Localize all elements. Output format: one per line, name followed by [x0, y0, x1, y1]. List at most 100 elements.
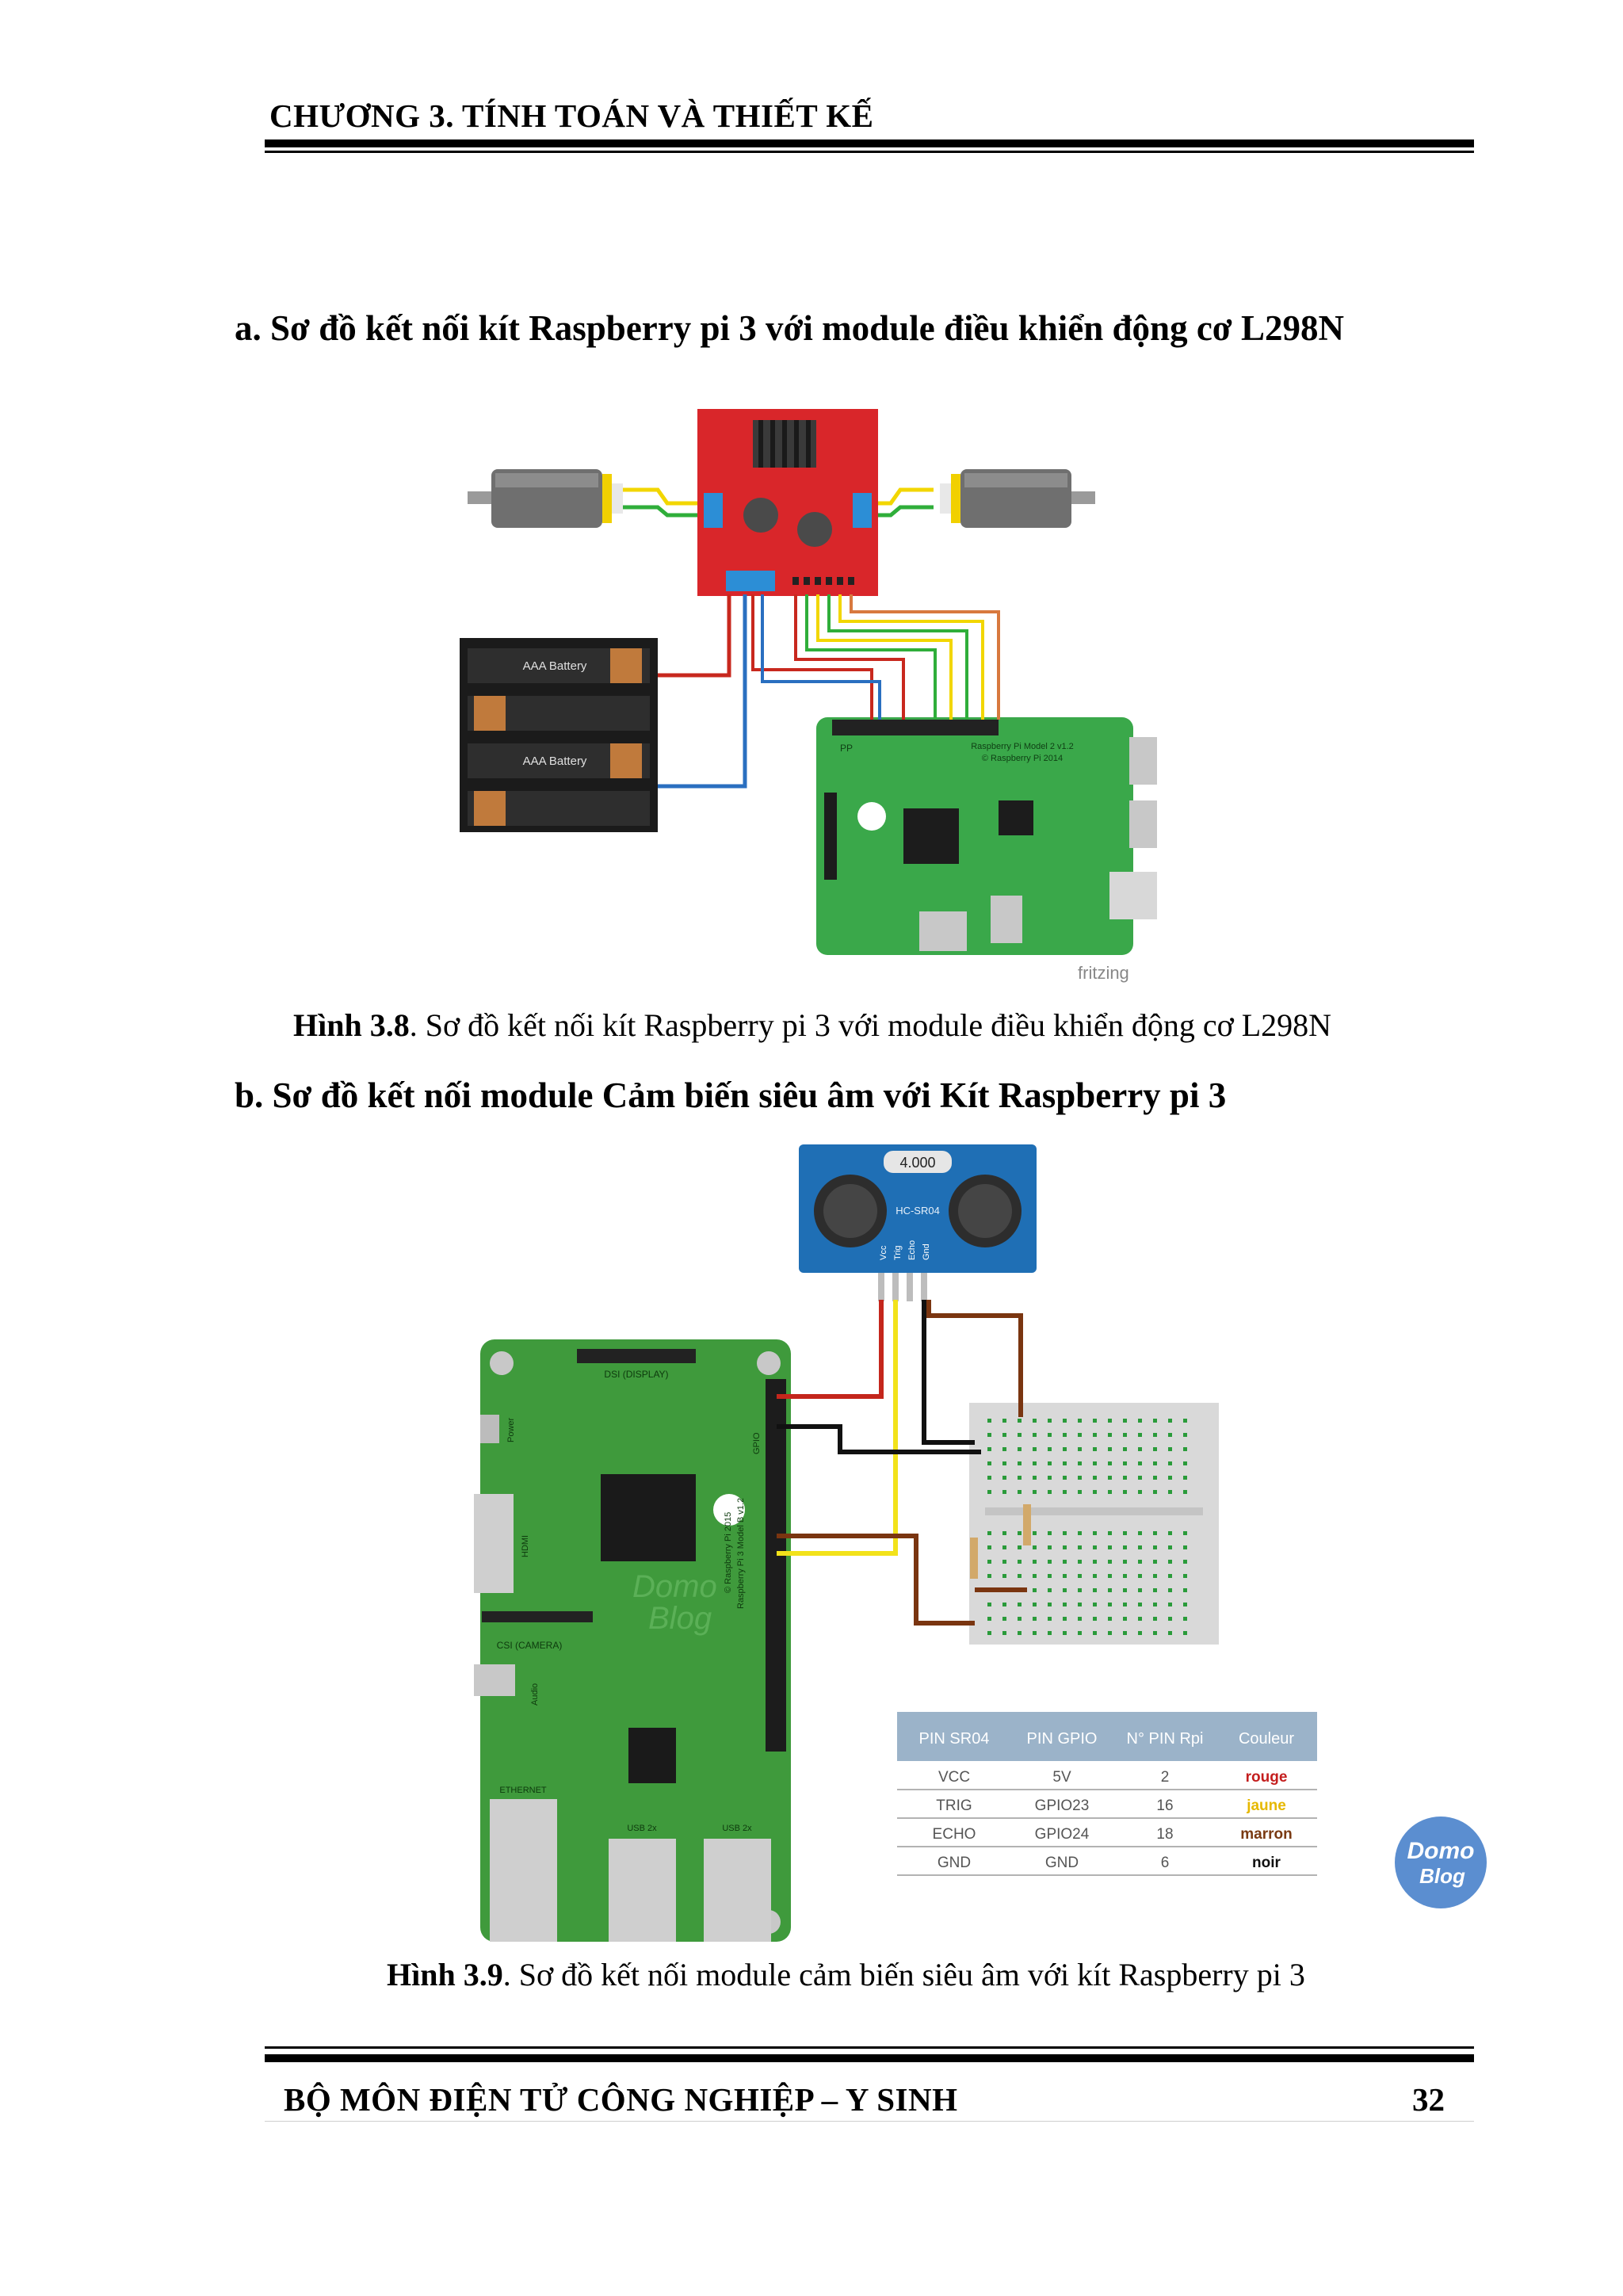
breadboard-hole: [1123, 1447, 1127, 1451]
page-number: 32: [1412, 2081, 1445, 2118]
breadboard-hole: [1123, 1490, 1127, 1494]
breadboard-hole: [1002, 1433, 1006, 1437]
breadboard-hole: [1048, 1476, 1052, 1480]
breadboard-hole: [1123, 1531, 1127, 1535]
breadboard-hole: [1153, 1447, 1157, 1451]
battery-pack: AAA Battery AAA Battery: [460, 638, 658, 832]
breadboard-hole: [1183, 1447, 1187, 1451]
breadboard-hole: [1138, 1419, 1142, 1423]
breadboard-hole: [1108, 1447, 1112, 1451]
breadboard-hole: [1033, 1419, 1037, 1423]
breadboard-hole: [1018, 1603, 1022, 1606]
breadboard-hole: [1138, 1560, 1142, 1564]
figure-3-9-caption: Hình 3.9. Sơ đồ kết nối module cảm biến …: [387, 1956, 1305, 1993]
breadboard-hole: [987, 1433, 991, 1437]
breadboard-hole: [1153, 1588, 1157, 1592]
breadboard-hole: [1048, 1588, 1052, 1592]
breadboard-hole: [1033, 1631, 1037, 1635]
table-cell: TRIG: [936, 1797, 972, 1814]
breadboard-hole: [987, 1574, 991, 1578]
breadboard-hole: [1018, 1447, 1022, 1451]
breadboard-hole: [1033, 1603, 1037, 1606]
pp-label: PP: [840, 743, 853, 754]
breadboard-hole: [1108, 1531, 1112, 1535]
breadboard-hole: [1063, 1476, 1067, 1480]
breadboard-hole: [1063, 1490, 1067, 1494]
breadboard-hole: [1123, 1476, 1127, 1480]
breadboard-hole: [1033, 1490, 1037, 1494]
breadboard-hole: [1153, 1461, 1157, 1465]
table-cell: GPIO23: [1035, 1797, 1090, 1814]
breadboard-hole: [987, 1617, 991, 1621]
breadboard-hole: [1002, 1545, 1006, 1549]
breadboard-hole: [1063, 1560, 1067, 1564]
breadboard-hole: [1078, 1545, 1082, 1549]
ultrasonic-sensor: 4.000 HC-SR04 Vcc Trig Echo Gnd: [799, 1144, 1037, 1301]
battery-label: AAA Battery: [523, 755, 587, 768]
breadboard-hole: [1018, 1419, 1022, 1423]
audio-label: Audio: [530, 1683, 540, 1706]
figure-ultrasonic-diagram: 4.000 HC-SR04 Vcc Trig Echo Gnd DSI (DIS…: [474, 1141, 1506, 1954]
breadboard-hole: [1183, 1419, 1187, 1423]
breadboard-hole: [1048, 1419, 1052, 1423]
breadboard-hole: [1183, 1574, 1187, 1578]
breadboard-hole: [1078, 1476, 1082, 1480]
figure-l298n-diagram: AAA Battery AAA Battery Raspberry Pi Mod…: [460, 396, 1157, 987]
breadboard-hole: [1078, 1631, 1082, 1635]
breadboard-hole: [1168, 1419, 1172, 1423]
breadboard-hole: [1033, 1545, 1037, 1549]
breadboard-hole: [1108, 1603, 1112, 1606]
breadboard-hole: [1168, 1476, 1172, 1480]
breadboard-hole: [1018, 1531, 1022, 1535]
breadboard-hole: [987, 1461, 991, 1465]
l298n-module: [697, 409, 878, 596]
breadboard-hole: [1033, 1560, 1037, 1564]
breadboard-hole: [1153, 1433, 1157, 1437]
section-a-heading: a. Sơ đồ kết nối kít Raspberry pi 3 với …: [235, 308, 1344, 348]
table-cell: noir: [1252, 1855, 1281, 1871]
pi3-board-copyright: © Raspberry Pi 2015: [724, 1512, 733, 1593]
breadboard-hole: [1078, 1574, 1082, 1578]
breadboard-hole: [1048, 1447, 1052, 1451]
breadboard-hole: [1002, 1560, 1006, 1564]
table-cell: rouge: [1246, 1769, 1288, 1786]
breadboard-hole: [987, 1531, 991, 1535]
breadboard-hole: [1018, 1574, 1022, 1578]
breadboard-hole: [1108, 1433, 1112, 1437]
breadboard-hole: [1108, 1631, 1112, 1635]
figure-3-8-caption: Hình 3.8. Sơ đồ kết nối kít Raspberry pi…: [293, 1007, 1331, 1044]
breadboard-hole: [1048, 1433, 1052, 1437]
breadboard-hole: [1153, 1476, 1157, 1480]
pi2-board-sublabel: © Raspberry Pi 2014: [982, 754, 1063, 763]
breadboard-hole: [1138, 1476, 1142, 1480]
breadboard-hole: [1138, 1617, 1142, 1621]
breadboard-hole: [1002, 1617, 1006, 1621]
breadboard-hole: [1093, 1433, 1097, 1437]
breadboard: [969, 1403, 1219, 1645]
section-b-heading: b. Sơ đồ kết nối module Cảm biến siêu âm…: [235, 1075, 1227, 1115]
breadboard-hole: [1108, 1476, 1112, 1480]
breadboard-hole: [987, 1490, 991, 1494]
breadboard-hole: [1093, 1490, 1097, 1494]
breadboard-hole: [1063, 1531, 1067, 1535]
table-cell: GND: [1045, 1855, 1079, 1871]
left-motor: [468, 469, 623, 528]
breadboard-hole: [1153, 1574, 1157, 1578]
breadboard-hole: [1138, 1490, 1142, 1494]
pin-label-echo: Echo: [907, 1240, 917, 1260]
breadboard-hole: [1138, 1574, 1142, 1578]
breadboard-hole: [1093, 1419, 1097, 1423]
domoblog-logo: Domo Blog: [1395, 1817, 1487, 1908]
breadboard-hole: [1093, 1574, 1097, 1578]
table-cell: GPIO24: [1035, 1826, 1090, 1843]
watermark-domo: Domo: [632, 1569, 717, 1604]
breadboard-hole: [1002, 1631, 1006, 1635]
breadboard-hole: [1078, 1617, 1082, 1621]
breadboard-hole: [1063, 1419, 1067, 1423]
hdmi-label: HDMI: [521, 1535, 530, 1557]
right-motor: [940, 469, 1095, 528]
breadboard-hole: [1123, 1617, 1127, 1621]
breadboard-hole: [1138, 1461, 1142, 1465]
breadboard-hole: [1018, 1476, 1022, 1480]
caption-label: Hình 3.8: [293, 1007, 410, 1043]
